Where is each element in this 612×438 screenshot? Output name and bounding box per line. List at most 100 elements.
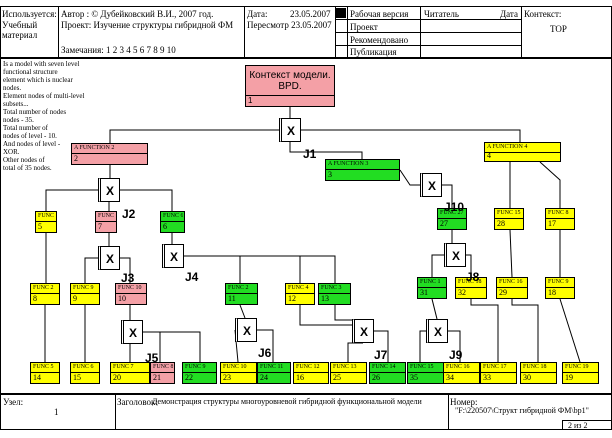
node-number: 4 <box>487 151 491 160</box>
node-label: FUNC 5 <box>33 364 54 370</box>
connector <box>399 169 420 186</box>
connector <box>299 305 352 326</box>
divider <box>115 394 116 430</box>
node-label: FUNC 2 <box>33 285 54 291</box>
node-number: 13 <box>321 294 329 303</box>
node-number: 31 <box>420 288 428 297</box>
node-7[interactable]: FUNC 77 <box>95 211 117 233</box>
node-14[interactable]: FUNC 5 14 <box>30 362 60 384</box>
node-label: FUNC 2 <box>228 285 249 291</box>
node-divider <box>497 287 527 288</box>
title-label: Заголовок: <box>117 397 158 407</box>
junction-j1-xor[interactable]: X <box>279 118 301 142</box>
node-number: 29 <box>499 288 507 297</box>
junction-j7-xor[interactable]: X <box>352 319 374 343</box>
junction-label: J3 <box>121 271 135 285</box>
connector <box>109 129 279 143</box>
node-divider <box>521 372 556 373</box>
node-divider <box>563 372 598 373</box>
node-number: 14 <box>33 373 41 382</box>
model-note-line: total of 35 nodes. <box>3 164 52 172</box>
connector <box>509 229 513 278</box>
node-number: 24 <box>260 373 268 382</box>
junction-j8-xor[interactable]: X <box>444 243 466 267</box>
node-5[interactable]: FUNC 55 <box>35 211 57 233</box>
node-divider <box>246 95 334 96</box>
node-31[interactable]: FUNC 1 31 <box>417 277 447 299</box>
junction-j6-xor[interactable]: X <box>235 318 257 342</box>
connector <box>347 342 363 362</box>
node-divider <box>31 293 59 294</box>
node-divider <box>444 372 479 373</box>
node-label: FUNC 8 <box>153 364 173 370</box>
node-label: FUNC 3 <box>321 285 342 291</box>
connector <box>559 298 581 363</box>
node-divider <box>546 218 574 219</box>
node-label: FUNC 8 <box>548 210 569 216</box>
junction-j4-xor[interactable]: X <box>162 244 184 268</box>
divider <box>562 420 612 421</box>
node-divider <box>72 153 147 154</box>
node-divider <box>161 221 184 222</box>
used-in-value: Учебный материал <box>2 20 38 40</box>
node-divider <box>456 287 486 288</box>
junction-j3-xor[interactable]: X <box>98 246 120 270</box>
node-label: FUNC 9 <box>73 285 94 291</box>
node-number: 25 <box>333 373 341 382</box>
connector <box>289 142 363 159</box>
node-label: FUNC 16 <box>499 279 523 285</box>
node-number: 28 <box>497 219 505 228</box>
node-divider <box>370 372 405 373</box>
junction-j5-xor[interactable]: X <box>121 320 143 344</box>
connector <box>419 330 426 362</box>
junction-label: J5 <box>145 351 159 365</box>
status-checkbox-filled[interactable] <box>336 8 346 18</box>
model-note-line: XOR. <box>3 148 20 156</box>
node-13[interactable]: FUNC 3 13 <box>318 283 351 305</box>
diagram-title: Демонстрация структуры многоуровневой ги… <box>152 397 422 406</box>
junction-j2-xor[interactable]: X <box>98 178 120 202</box>
junction-j10-xor[interactable]: X <box>420 173 442 197</box>
connector <box>466 254 472 277</box>
node-1-context[interactable]: Контекст модели. BPD.1 <box>245 65 335 107</box>
node-divider <box>546 287 574 288</box>
node-number: 15 <box>73 373 81 382</box>
node-label: FUNC 1 <box>420 279 441 285</box>
junction-j9-xor[interactable]: X <box>426 319 448 343</box>
node-29[interactable]: FUNC 16 29 <box>496 277 528 299</box>
node-divider <box>226 293 257 294</box>
node-divider <box>481 372 516 373</box>
node-label: A FUNCTION 3 <box>328 161 369 167</box>
model-note-line: Is a model with seven level <box>3 60 80 68</box>
connector <box>120 189 173 211</box>
